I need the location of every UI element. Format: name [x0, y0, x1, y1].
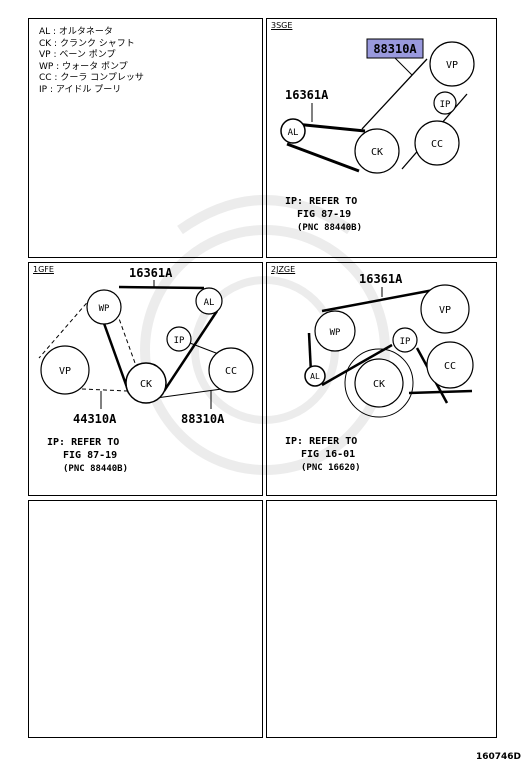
pulley-ip[interactable] — [392, 327, 418, 353]
note-line: (PNC 16620) — [301, 463, 361, 473]
pulley-label: VP — [446, 60, 458, 71]
pulley-label: WP — [330, 328, 341, 338]
belt-16361a — [321, 343, 393, 387]
belt-16361a — [294, 122, 366, 133]
belt-diagram-3sge: 88310A 16361A VP IP AL CK CC IP: REFER T… — [280, 38, 475, 233]
pulley-ip[interactable] — [433, 91, 457, 115]
pulley-cc[interactable] — [414, 120, 460, 166]
legend-item: CK : クランク シャフト — [39, 38, 135, 49]
pulley-label: AL — [310, 372, 320, 381]
pulley-label: AL — [204, 298, 215, 308]
belt-diagram-1gfe: 16361A WP AL IP VP CK CC 44310A 88310A I… — [38, 266, 254, 474]
panel-2jzge: 2JZGE 16361A VP WP IP AL CK CC IP: REFER… — [266, 262, 497, 496]
panel-3sge: 3SGE 88310A 16361A VP IP AL CK CC IP: RE… — [266, 18, 497, 258]
legend-list: AL : オルタネータ CK : クランク シャフト VP : ベーン ポンプ … — [39, 27, 144, 96]
legend-item: CC : クーラ コンプレッサ — [39, 73, 144, 83]
panel-1gfe: 1GFE 16361A WP AL IP VP CK CC 44310A 883… — [28, 262, 263, 496]
pulley-label: CC — [225, 366, 237, 377]
belt-diagram-2jzge: 16361A VP WP IP AL CK CC IP: REFER TO FI… — [285, 272, 474, 473]
part-number-16361a[interactable]: 16361A — [359, 272, 403, 286]
pulley-al[interactable] — [280, 118, 306, 144]
leader-line — [394, 57, 413, 76]
panel-title: 1GFE — [33, 265, 54, 274]
pulley-label: CC — [444, 361, 456, 372]
part-number-16361a[interactable]: 16361A — [285, 88, 329, 102]
pulley-cc[interactable] — [426, 341, 474, 389]
pulley-label: CK — [371, 147, 383, 158]
pulley-label: CK — [373, 379, 385, 390]
pulley-cc[interactable] — [208, 347, 254, 393]
belt-16361a — [321, 287, 440, 313]
belt-16361a — [408, 389, 473, 395]
pulley-vp[interactable] — [40, 345, 90, 395]
part-number-88310a[interactable]: 88310A — [181, 412, 225, 426]
legend-item: AL : オルタネータ — [39, 27, 113, 37]
empty-panel-right — [266, 500, 497, 738]
panel-title: 3SGE — [271, 21, 293, 30]
legend-panel: AL : オルタネータ CK : クランク シャフト VP : ベーン ポンプ … — [28, 18, 263, 258]
note-line: FIG 87-19 — [297, 209, 351, 220]
belt-44310a — [116, 312, 136, 364]
pulley-label: VP — [59, 366, 71, 377]
crank-damper-ring — [344, 348, 414, 418]
belt-88310a — [148, 387, 230, 400]
pulley-vp[interactable] — [429, 41, 475, 87]
belt-16361a — [118, 285, 205, 290]
belt-16361a — [162, 310, 219, 392]
belt-44310a — [38, 297, 92, 359]
pulley-label: AL — [288, 128, 299, 138]
note-line: IP: REFER TO — [285, 196, 357, 207]
pulley-label: IP — [440, 100, 451, 110]
part-number-44310a[interactable]: 44310A — [73, 412, 117, 426]
pulley-vp[interactable] — [420, 284, 470, 334]
note-line: FIG 16-01 — [301, 449, 355, 460]
belt-88310a — [361, 58, 428, 130]
pulley-al[interactable] — [304, 365, 326, 387]
part-number-88310a[interactable]: 88310A — [373, 42, 417, 56]
note-line: (PNC 88440B) — [297, 223, 362, 233]
note-line: IP: REFER TO — [285, 436, 357, 447]
pulley-al[interactable] — [195, 287, 223, 315]
panel-title: 2JZGE — [271, 265, 296, 274]
pulley-wp[interactable] — [314, 310, 356, 352]
part-number-16361a[interactable]: 16361A — [129, 266, 173, 280]
legend-item: VP : ベーン ポンプ — [39, 50, 116, 60]
belt-16361a — [99, 314, 131, 394]
pulley-label: WP — [99, 304, 110, 314]
pulley-label: CC — [431, 139, 443, 150]
note-line: FIG 87-19 — [63, 450, 117, 461]
pulley-wp[interactable] — [86, 289, 122, 325]
pulley-ck[interactable] — [354, 358, 404, 408]
pulley-label: IP — [174, 336, 185, 346]
pulley-ip[interactable] — [166, 326, 192, 352]
pulley-label: VP — [439, 305, 451, 316]
note-line: IP: REFER TO — [47, 437, 119, 448]
pulley-ck[interactable] — [354, 128, 400, 174]
pulley-label: IP — [400, 337, 411, 347]
legend-item: WP : ウォータ ポンプ — [39, 61, 128, 72]
pulley-label: CK — [140, 379, 152, 390]
belt-16361a — [286, 142, 360, 173]
note-line: (PNC 88440B) — [63, 464, 128, 474]
pulley-ck[interactable] — [125, 362, 167, 404]
figure-code: 160746D — [475, 752, 521, 762]
empty-panel-left — [28, 500, 263, 738]
legend-item: IP : アイドル プーリ — [39, 84, 122, 95]
